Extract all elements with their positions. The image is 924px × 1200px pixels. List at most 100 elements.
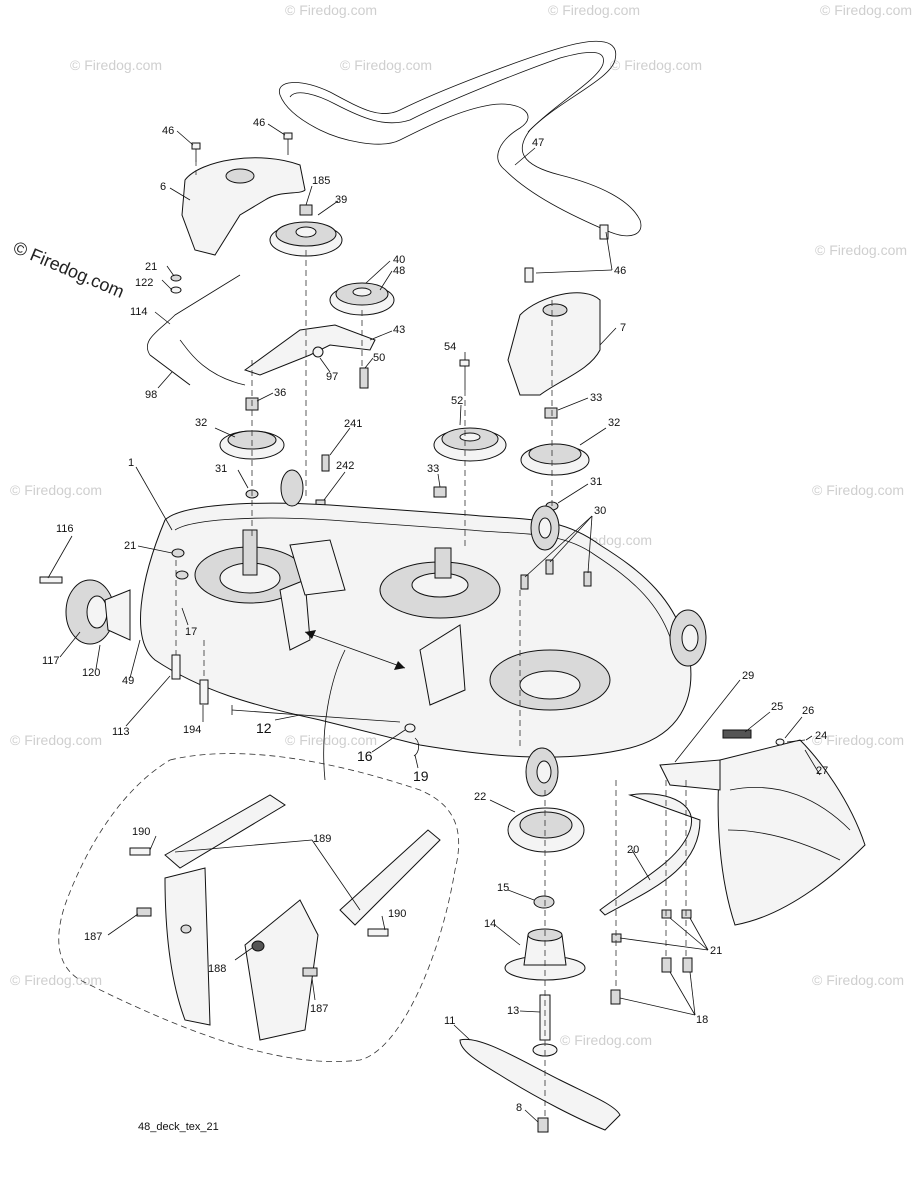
callout-187: 187	[310, 1003, 328, 1015]
watermark-tile: © Firedog.com	[70, 57, 162, 73]
callout-185: 185	[312, 175, 330, 187]
callout-20: 20	[627, 844, 639, 856]
gauge-wheel-right-top	[530, 505, 560, 551]
pulley-52	[433, 427, 507, 462]
callout-50: 50	[373, 352, 385, 364]
nut-33	[433, 486, 447, 498]
bolt-46-right-b	[524, 267, 534, 283]
callout-114: 114	[130, 306, 148, 318]
callout-11: 11	[444, 1015, 455, 1027]
callout-31: 31	[590, 476, 602, 488]
pin-16	[404, 723, 416, 733]
callout-17: 17	[185, 626, 197, 638]
callout-21: 21	[124, 540, 136, 552]
drive-belt	[279, 40, 642, 237]
watermark-tile: © Firedog.com	[10, 482, 102, 498]
watermark-tile: © Firedog.com	[815, 242, 907, 258]
gauge-wheel-117	[65, 579, 131, 645]
callout-16: 16	[357, 748, 373, 764]
callout-26: 26	[802, 705, 814, 717]
linkage-curve	[323, 649, 346, 781]
gauge-wheel-front	[525, 747, 559, 797]
bolt-50	[359, 367, 369, 389]
watermark-main: © Firedog.com	[10, 237, 127, 302]
clip-19	[413, 737, 420, 757]
alignment-lines	[175, 160, 687, 1120]
callout-241: 241	[344, 418, 362, 430]
callout-113: 113	[112, 726, 130, 738]
callout-29: 29	[742, 670, 754, 682]
deflector-bracket-29	[659, 759, 721, 791]
bolt-194	[199, 679, 209, 705]
gauge-wheel-right	[669, 609, 707, 667]
watermark-tile: © Firedog.com	[285, 732, 377, 748]
callout-33: 33	[590, 392, 602, 404]
callout-194: 194	[183, 724, 201, 736]
leader-lines	[47, 123, 821, 1123]
callout-labels: 46 46 6 185 39 47 21 122 114 40 48 43 50…	[42, 117, 828, 1114]
callout-36: 36	[274, 387, 286, 399]
callout-46: 46	[162, 125, 174, 137]
gauge-wheel-left-top	[280, 469, 304, 507]
callout-22: 22	[474, 791, 486, 803]
callout-54: 54	[444, 341, 456, 353]
callout-32: 32	[195, 417, 207, 429]
bolt-54	[459, 359, 470, 390]
watermark-tile: © Firedog.com	[812, 482, 904, 498]
callout-46: 46	[614, 265, 626, 277]
callout-27: 27	[816, 765, 828, 777]
callout-24: 24	[815, 730, 827, 742]
callout-49: 49	[122, 675, 134, 687]
watermark-tile: © Firedog.com	[820, 2, 912, 18]
callout-40: 40	[393, 254, 405, 266]
figure-id: 48_deck_tex_21	[138, 1121, 219, 1133]
callout-189: 189	[313, 833, 331, 845]
watermark-tile: © Firedog.com	[548, 2, 640, 18]
spring-25	[722, 729, 752, 739]
blade-11	[459, 1038, 621, 1131]
callout-52: 52	[451, 395, 463, 407]
idler-pulley-48	[329, 282, 395, 316]
bolt-113	[171, 654, 181, 680]
pulley-32-right	[520, 443, 590, 476]
callout-13: 13	[507, 1005, 519, 1017]
callout-25: 25	[771, 701, 783, 713]
bushing-188	[180, 924, 265, 952]
callout-48: 48	[393, 265, 405, 277]
callout-21: 21	[710, 945, 722, 957]
bolts-30	[520, 559, 592, 590]
callout-39: 39	[335, 194, 347, 206]
callout-188: 188	[208, 963, 226, 975]
callout-7: 7	[620, 322, 626, 334]
callout-33: 33	[427, 463, 439, 475]
pin-187	[136, 907, 318, 977]
watermark-tile: © Firedog.com	[285, 2, 377, 18]
callout-14: 14	[484, 918, 496, 930]
watermark-tile: © Firedog.com	[340, 57, 432, 73]
callout-98: 98	[145, 389, 157, 401]
nut-33b	[544, 407, 558, 419]
callout-8: 8	[516, 1102, 522, 1114]
bolt-190-right	[367, 928, 389, 937]
callout-190: 190	[388, 908, 406, 920]
callout-31: 31	[215, 463, 227, 475]
idler-pulley-39	[269, 204, 343, 257]
callout-122: 122	[135, 277, 153, 289]
callout-117: 117	[42, 655, 60, 667]
callout-18: 18	[696, 1014, 708, 1026]
callout-47: 47	[532, 137, 544, 149]
lift-arm-right	[244, 829, 441, 1041]
callout-190: 190	[132, 826, 150, 838]
callout-43: 43	[393, 324, 405, 336]
bolt-241	[321, 454, 330, 472]
bolt-46-right-a	[599, 224, 609, 240]
nut-15	[533, 895, 555, 909]
deflector-rod-20	[599, 793, 701, 916]
clip-26-24	[775, 738, 806, 746]
bolt-46-mid	[283, 132, 293, 155]
spacer-ring-22	[507, 807, 585, 853]
bolt-190-left	[129, 847, 151, 856]
watermark-tile: © Firedog.com	[10, 972, 102, 988]
watermark-tile: © Firedog.com	[560, 1032, 652, 1048]
